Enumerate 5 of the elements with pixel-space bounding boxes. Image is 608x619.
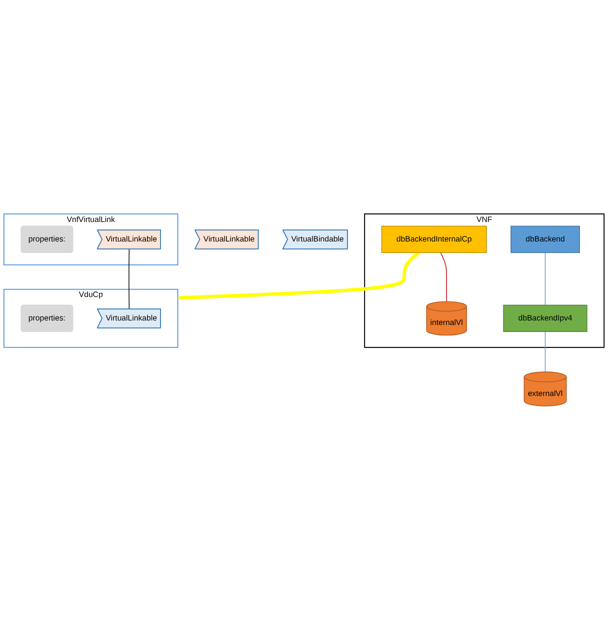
connector [544,330,546,372]
connector [544,252,546,306]
arrow [178,250,420,300]
connector [128,248,130,309]
connector [440,252,447,302]
